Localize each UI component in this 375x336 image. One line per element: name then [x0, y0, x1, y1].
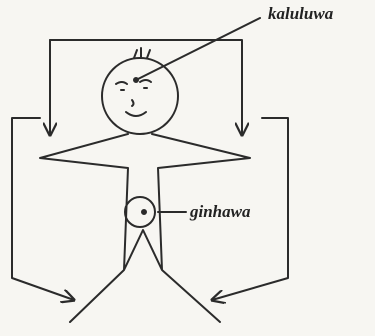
- mouth: [126, 112, 146, 116]
- body-outline: [40, 134, 250, 322]
- nose: [132, 100, 134, 106]
- kaluluwa-dot: [134, 78, 138, 82]
- hair: [134, 48, 150, 58]
- left-frame-arrow: [12, 118, 74, 300]
- ginhawa-circle: [125, 197, 155, 227]
- ginhawa-label: ginhawa: [190, 202, 250, 222]
- kaluluwa-label: kaluluwa: [268, 4, 333, 24]
- ginhawa-dot: [142, 210, 146, 214]
- head: [102, 58, 178, 134]
- left-brow: [116, 82, 127, 84]
- right-brow: [140, 80, 151, 82]
